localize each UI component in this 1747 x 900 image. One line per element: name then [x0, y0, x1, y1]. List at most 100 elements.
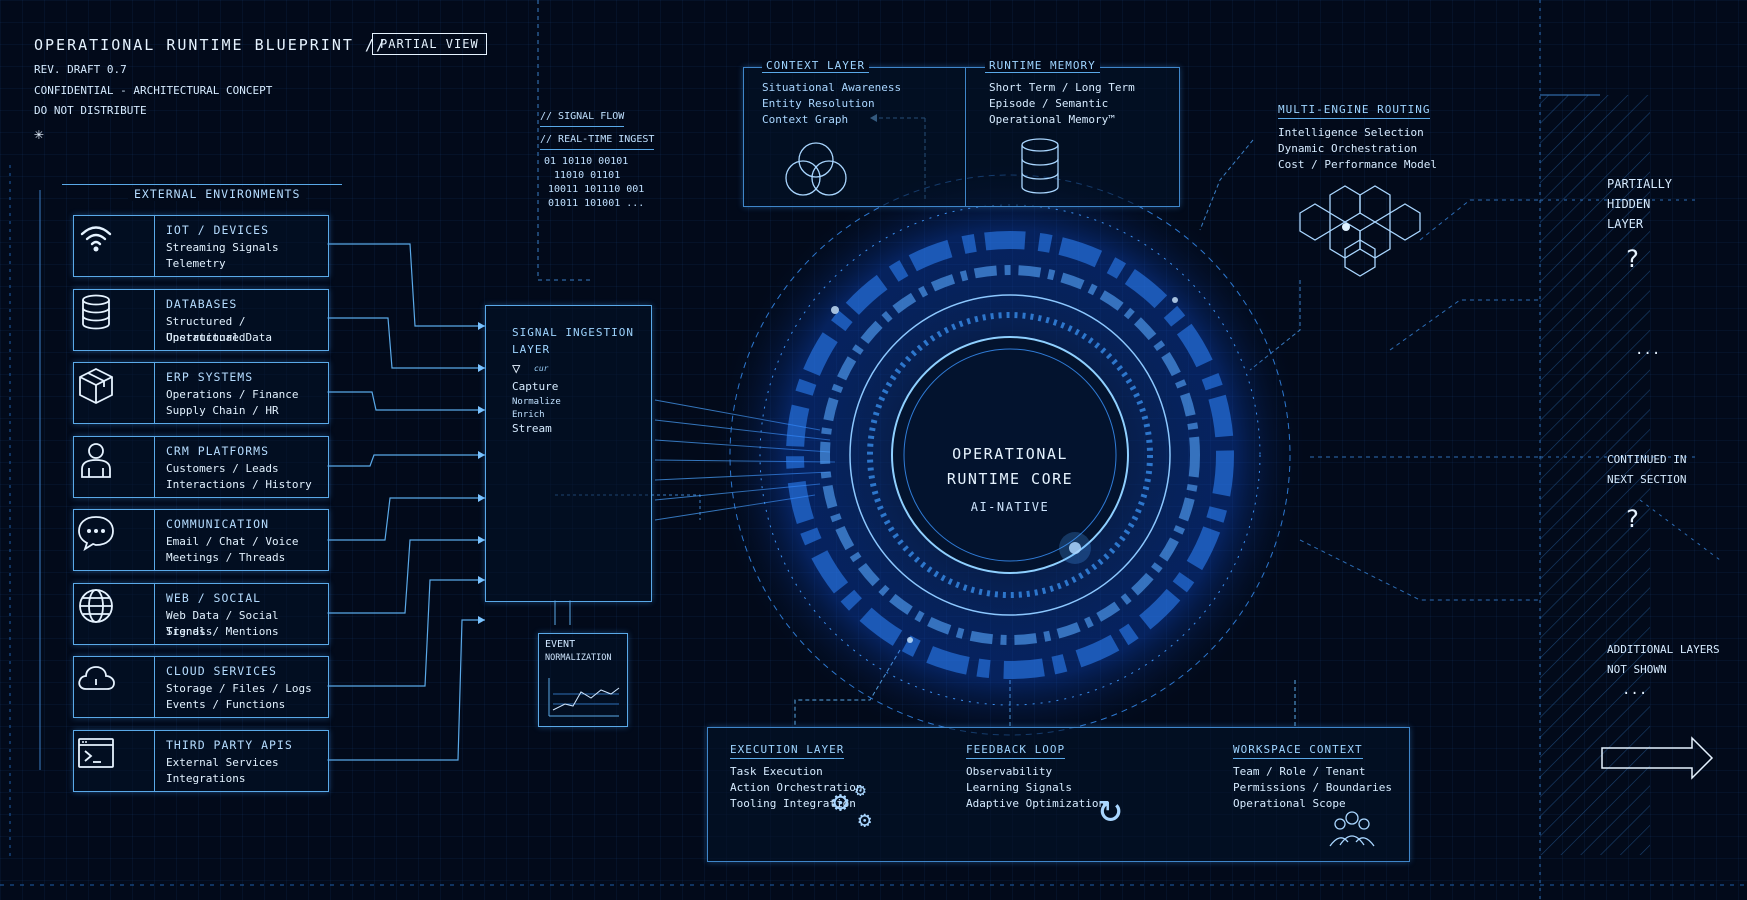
- gear-icon: ⚙: [855, 780, 866, 801]
- environment-detail: Operational Data: [166, 330, 272, 344]
- runtime-memory-title: RUNTIME MEMORY: [985, 59, 1100, 73]
- ingestion-small-note: cur: [534, 364, 549, 373]
- partial-view-badge: PARTIAL VIEW: [372, 33, 487, 55]
- hidden-layer-text: HIDDEN: [1607, 197, 1651, 211]
- external-environment-item: COMMUNICATION Email / Chat / Voice Meeti…: [73, 509, 329, 571]
- ellipsis-text: ...: [1635, 342, 1661, 358]
- environment-detail: External Services: [166, 755, 279, 769]
- signal-ingestion-box: SIGNAL INGESTION LAYER ▽ cur Capture Nor…: [485, 305, 652, 602]
- context-item: Entity Resolution: [762, 97, 875, 110]
- hidden-layer-text: LAYER: [1607, 217, 1644, 231]
- cloud-icon: [74, 657, 155, 717]
- memory-item: Short Term / Long Term: [989, 81, 1135, 94]
- feedback-item: Observability: [966, 765, 1053, 778]
- ellipsis-text: ...: [1622, 682, 1648, 698]
- environment-detail: Storage / Files / Logs: [166, 682, 312, 695]
- continued-text: CONTINUED IN: [1607, 453, 1687, 466]
- hidden-layer-text: PARTIALLY: [1607, 177, 1673, 191]
- environment-title: CRM PLATFORMS: [166, 443, 270, 458]
- execution-item: Task Execution: [730, 765, 823, 778]
- ingestion-title: SIGNAL INGESTION: [512, 326, 634, 339]
- execution-item: Tooling Integration: [730, 797, 856, 810]
- question-mark: ?: [1625, 505, 1640, 533]
- environment-detail: Interactions / History: [166, 477, 312, 491]
- ingestion-step-stream: Stream: [512, 422, 552, 435]
- chat-bubble-icon: [74, 510, 155, 570]
- asterisk-icon: ✳: [34, 124, 44, 143]
- routing-item: Intelligence Selection: [1278, 126, 1424, 139]
- bit-row: 01011 101001 ...: [548, 198, 645, 209]
- external-environment-item: DATABASES Structured / Unstructured Oper…: [73, 288, 329, 351]
- context-item: Context Graph: [762, 113, 849, 126]
- gear-icon: ⚙: [858, 808, 872, 833]
- signal-flow-label: // SIGNAL FLOW: [540, 110, 625, 127]
- question-mark: ?: [1625, 245, 1640, 273]
- external-environment-item: CLOUD SERVICES Storage / Files / Logs Ev…: [73, 656, 329, 718]
- environment-detail: Web Data / Social Signals: [166, 608, 279, 638]
- environment-detail: Operations / Finance: [166, 388, 299, 401]
- environment-title: CLOUD SERVICES: [166, 664, 277, 678]
- environment-title: IOT / DEVICES: [166, 223, 270, 237]
- feedback-item: Adaptive Optimization: [966, 797, 1106, 810]
- workspace-item: Permissions / Boundaries: [1233, 781, 1392, 794]
- core-subtitle: AI-NATIVE: [970, 500, 1050, 514]
- external-environment-item: CRM PLATFORMS Customers / Leads Interact…: [73, 435, 329, 498]
- terminal-icon: [74, 730, 155, 791]
- environment-detail: Customers / Leads: [166, 461, 279, 475]
- person-icon: [74, 436, 155, 497]
- external-environment-item: ERP SYSTEMS Operations / Finance Supply …: [73, 362, 329, 424]
- environment-detail: Supply Chain / HR: [166, 404, 279, 417]
- environment-detail: Trends / Mentions: [166, 624, 279, 638]
- next-section-arrow-icon[interactable]: [1600, 736, 1715, 780]
- environment-title: ERP SYSTEMS: [166, 370, 254, 384]
- workspace-item: Operational Scope: [1233, 797, 1346, 810]
- wifi-icon: [74, 216, 155, 276]
- environment-title: WEB / SOCIAL: [166, 590, 262, 605]
- confidential-label: CONFIDENTIAL - ARCHITECTURAL CONCEPT: [34, 84, 273, 97]
- box-icon: [74, 363, 155, 423]
- environment-detail: Email / Chat / Voice: [166, 535, 299, 548]
- execution-panel: [707, 727, 1410, 862]
- memory-item: Episode / Semantic: [989, 97, 1109, 110]
- event-label: EVENT: [545, 639, 576, 650]
- funnel-icon: ▽: [512, 361, 521, 377]
- routing-item: Cost / Performance Model: [1278, 158, 1437, 171]
- external-environment-item: IOT / DEVICES Streaming Signals Telemetr…: [73, 215, 329, 277]
- environment-detail: Integrations: [166, 771, 246, 785]
- gear-icon: ⚙: [832, 785, 849, 818]
- environment-detail: Structured / Unstructured: [166, 314, 246, 344]
- context-item: Situational Awareness: [762, 81, 902, 94]
- ingestion-step-normalize: Normalize: [512, 397, 561, 407]
- bit-row: 10011 101110 001: [548, 184, 645, 195]
- environment-title: COMMUNICATION: [166, 517, 270, 531]
- environment-title: DATABASES: [166, 296, 238, 311]
- workspace-item: Team / Role / Tenant: [1233, 765, 1366, 778]
- bit-row: 11010 01101: [554, 170, 621, 181]
- feedback-loop-title: FEEDBACK LOOP: [966, 743, 1066, 759]
- environment-detail: Events / Functions: [166, 698, 286, 711]
- memory-item: Operational Memory™: [989, 113, 1115, 126]
- core-title-line1: OPERATIONAL: [952, 445, 1068, 463]
- revision-label: REV. DRAFT 0.7: [34, 63, 127, 76]
- execution-layer-title: EXECUTION LAYER: [730, 743, 845, 759]
- normalization-label: NORMALIZATION: [545, 653, 612, 663]
- bit-row: 01 10110 00101: [544, 156, 629, 167]
- ingestion-title-line2: LAYER: [512, 343, 551, 356]
- external-environments-heading: EXTERNAL ENVIRONMENTS: [128, 187, 307, 201]
- continued-text: NEXT SECTION: [1607, 473, 1687, 486]
- additional-layers-text: ADDITIONAL LAYERS: [1607, 643, 1720, 656]
- core-title-line2: RUNTIME CORE: [946, 470, 1074, 488]
- workspace-context-title: WORKSPACE CONTEXT: [1233, 743, 1363, 759]
- routing-item: Dynamic Orchestration: [1278, 142, 1418, 155]
- feedback-item: Learning Signals: [966, 781, 1072, 794]
- additional-layers-text: NOT SHOWN: [1607, 663, 1667, 676]
- line-graph-icon: [548, 678, 620, 717]
- context-layer-title: CONTEXT LAYER: [762, 59, 870, 73]
- execution-item: Action Orchestration: [730, 781, 863, 794]
- blueprint-title: OPERATIONAL RUNTIME BLUEPRINT //: [34, 36, 387, 54]
- ingestion-step-capture: Capture: [512, 380, 559, 393]
- ingestion-step-enrich: Enrich: [512, 410, 545, 420]
- environment-detail: Telemetry: [166, 257, 226, 270]
- external-environment-item: THIRD PARTY APIS External Services Integ…: [73, 729, 329, 792]
